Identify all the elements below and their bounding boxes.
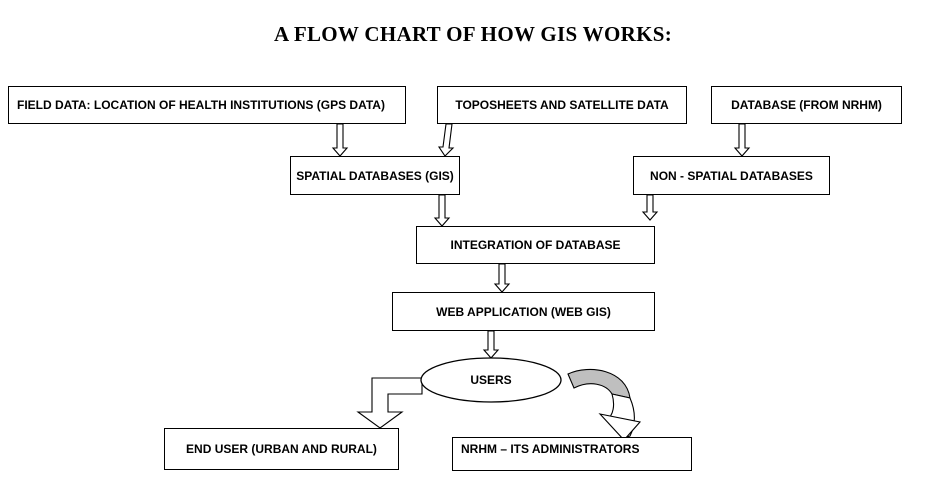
- arrow-field-to-spatial: [331, 123, 349, 157]
- node-web-app: WEB APPLICATION (WEB GIS): [392, 292, 655, 331]
- diagram-title: A FLOW CHART OF HOW GIS WORKS:: [273, 22, 672, 46]
- arrow-topo-to-spatial: [437, 123, 455, 157]
- node-field-data: FIELD DATA: LOCATION OF HEALTH INSTITUTI…: [8, 86, 406, 124]
- node-database-nrhm: DATABASE (FROM NRHM): [711, 86, 902, 124]
- node-non-spatial-db: NON - SPATIAL DATABASES: [633, 156, 830, 195]
- users-ellipse: [420, 357, 562, 403]
- arrow-users-to-enduser: [356, 377, 423, 429]
- node-toposheets: TOPOSHEETS AND SATELLITE DATA: [437, 86, 687, 124]
- node-spatial-db: SPATIAL DATABASES (GIS): [290, 156, 460, 195]
- arrow-integration-to-webapp: [493, 263, 511, 293]
- node-users-label: USERS: [470, 373, 512, 387]
- arrow-nrhm-to-nonspatial: [733, 123, 751, 157]
- node-integration: INTEGRATION OF DATABASE: [416, 226, 655, 264]
- node-nrhm-admins: NRHM – ITS ADMINISTRATORS: [452, 437, 692, 471]
- node-end-user: END USER (URBAN AND RURAL): [164, 428, 399, 470]
- arrow-nonspatial-to-integration: [641, 194, 659, 221]
- arrow-users-to-nrhm: [567, 368, 631, 399]
- arrow-users-to-nrhm-tip: [598, 413, 642, 441]
- arrow-webapp-to-users: [482, 330, 500, 359]
- arrow-spatial-to-integration: [433, 194, 451, 227]
